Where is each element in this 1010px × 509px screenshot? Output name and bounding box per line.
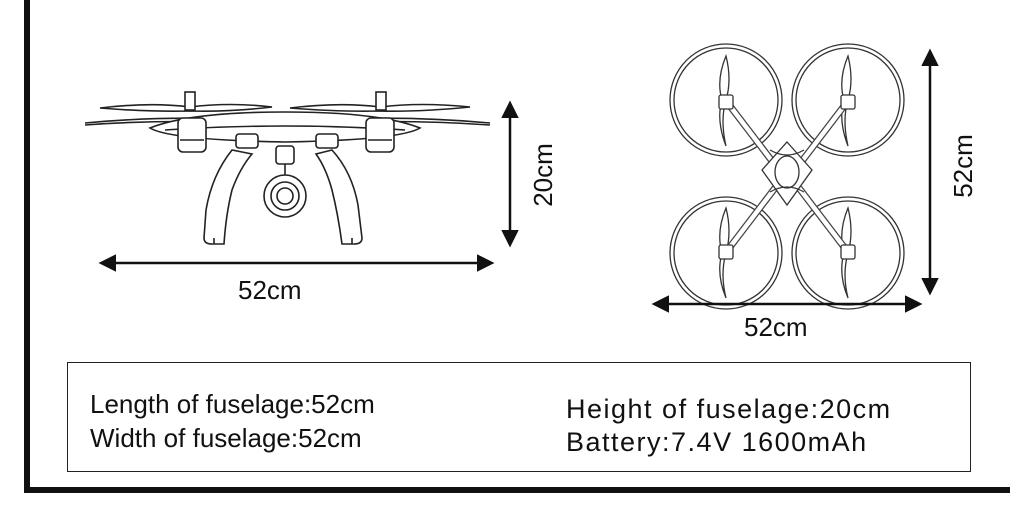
spec-length: Length of fuselage:52cm (90, 389, 375, 419)
spec-width: Width of fuselage:52cm (90, 423, 362, 453)
drone-top-view (669, 43, 905, 310)
side-width-label: 52cm (238, 275, 302, 305)
frame-bottom-border (24, 487, 1010, 493)
frame-left-border (24, 0, 30, 493)
drone-side-view (84, 91, 491, 245)
spec-height: Height of fuselage:20cm (566, 394, 892, 424)
top-width-label: 52cm (744, 312, 808, 342)
side-height-label: 20cm (527, 143, 558, 207)
top-length-label: 52cm (947, 134, 978, 198)
spec-battery: Battery:7.4V 1600mAh (566, 427, 868, 457)
spec-box: Length of fuselage:52cm Width of fuselag… (67, 362, 971, 472)
